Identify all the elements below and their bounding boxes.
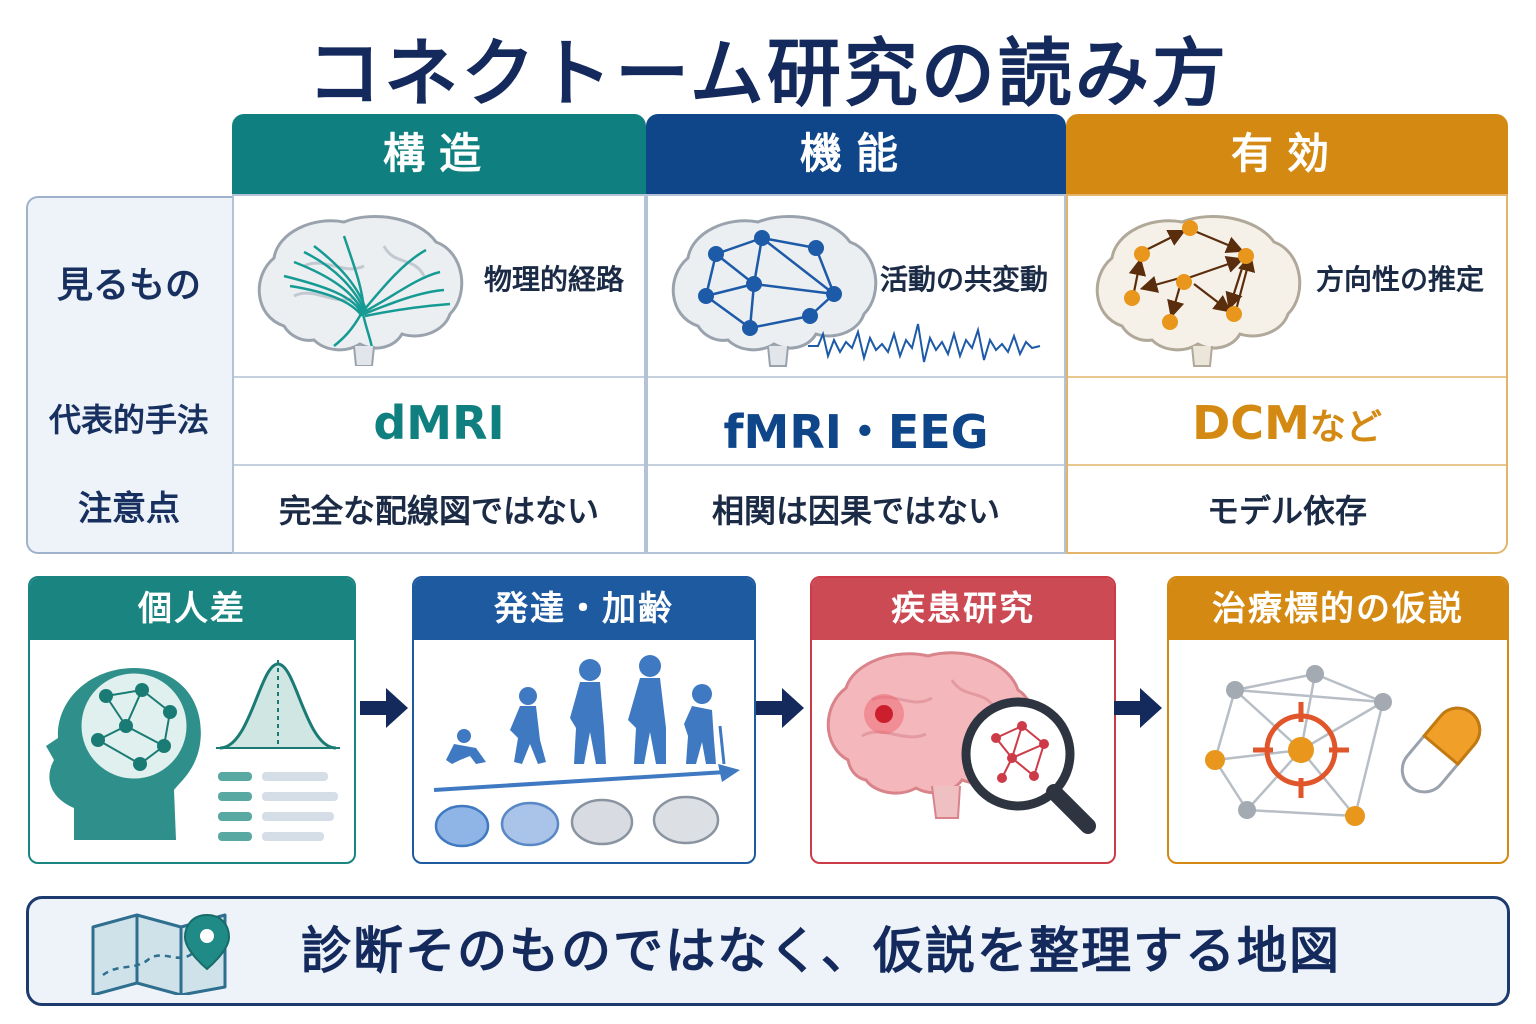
page-title: コネクトーム研究の読み方 [307,31,1229,117]
directed-network-brain-icon [1095,215,1302,367]
column-effective: 有効 [1066,114,1508,554]
sees-effective: 方向性の推定 [1316,263,1485,296]
signal-waveform [808,323,1041,363]
sees-functional: 活動の共変動 [880,263,1049,296]
sees-structural: 物理的経路 [484,263,625,296]
method-effective-name: DCM [1192,396,1310,450]
white-matter-brain-icon [257,215,464,366]
card-disease-research: 疾患研究 [810,576,1116,864]
column-structural: 構造 物理的経路 dMRI 完全な配線図ではない [232,114,646,554]
caution-functional: 相関は因果ではない [711,492,1000,530]
column-functional: 機能 [646,114,1066,554]
card-therapeutic-target: 治療標的の仮説 [1167,576,1509,864]
row-label-sees: 見るもの [56,265,201,306]
card-individual-differences: 個人差 [28,576,356,864]
method-effective-suffix: など [1309,407,1382,448]
row-label-caution: 注意点 [78,489,180,529]
arrow-right-icon [360,688,408,728]
card-title-individual-differences: 個人差 [30,578,354,640]
column-body-effective: 方向性の推定 DCMなど モデル依存 [1066,194,1508,554]
card-development-aging: 発達・加齢 [412,576,756,864]
brain-magnifier-icon [826,651,1096,834]
head-network-bellcurve-icon [46,660,340,841]
caution-effective: モデル依存 [1206,492,1367,530]
comparison-table: 見るもの 代表的手法 注意点 構造 物理的経路 dMRI 完 [26,114,1508,554]
card-title-disease-research: 疾患研究 [812,578,1114,640]
row-label-panel [26,196,232,554]
method-effective: DCMなど [1068,396,1506,450]
card-title-therapeutic-target: 治療標的の仮説 [1169,578,1507,640]
column-header-effective: 有効 [1066,114,1508,194]
column-header-structural: 構造 [232,114,646,194]
row-label-method: 代表的手法 [48,401,209,439]
column-body-structural: 物理的経路 dMRI 完全な配線図ではない [232,194,646,554]
column-body-functional: 活動の共変動 fMRI・EEG 相関は因果ではない [646,194,1066,554]
map-pin-icon [91,913,231,995]
method-functional: fMRI・EEG [723,405,989,459]
footer-text: 診断そのものではなく、仮説を整理する地図 [301,922,1341,980]
arrow-right-icon [1114,688,1162,728]
card-title-development-aging: 発達・加齢 [414,578,754,640]
method-structural: dMRI [373,396,505,450]
functional-network-brain-icon [671,215,1041,367]
target-capsule-icon [1205,665,1482,826]
footer-banner: 診断そのものではなく、仮説を整理する地図 [26,896,1510,1006]
arrow-right-icon [756,688,804,728]
human-growth-icon [433,655,740,848]
column-header-functional: 機能 [646,114,1066,194]
caution-structural: 完全な配線図ではない [278,492,599,530]
